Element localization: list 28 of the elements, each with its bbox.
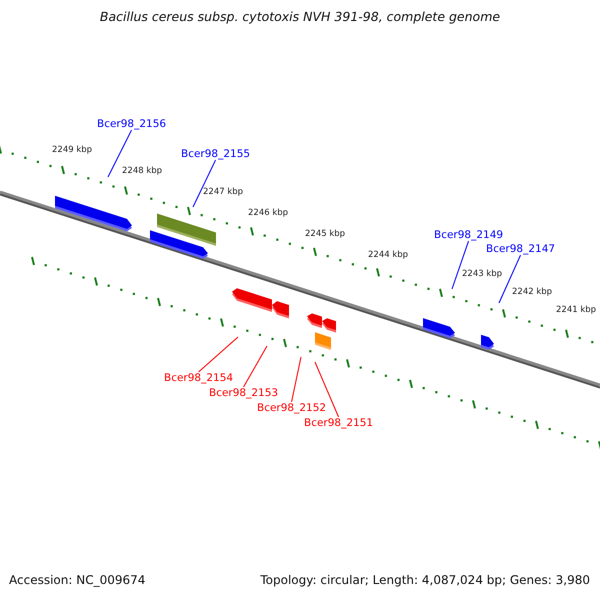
- leader-line: [452, 240, 470, 290]
- title: Bacillus cereus subsp. cytotoxis NVH 391-98, complete genome: [98, 10, 502, 24]
- leader-line: [198, 336, 238, 372]
- footer-text: Accession: NC_009674: [9, 574, 146, 588]
- leader-line: [243, 346, 268, 388]
- gene-label: Bcer98_2154: [164, 372, 234, 384]
- gene-label: Bcer98_2153: [209, 387, 278, 400]
- scale-label: 2243 kbp: [462, 270, 502, 280]
- leader-line: [192, 160, 216, 208]
- scale-label: 2247 kbp: [203, 188, 244, 198]
- footer-text: Topology: circular; Length: 4,087,024 bp; Genes: 3,980: [260, 574, 590, 588]
- leader-line: [498, 254, 522, 304]
- gene-label: Bcer98_2156: [97, 118, 166, 130]
- gene-label: Bcer98_2152: [257, 402, 326, 414]
- leader-line: [108, 130, 132, 178]
- gene-label: Bcer98_2147: [486, 243, 556, 256]
- leader-line: [291, 356, 302, 402]
- scale-label: 2245 kbp: [305, 230, 346, 240]
- scale-label: 2248 kbp: [122, 167, 162, 177]
- scale-label: 2241 kbp: [556, 306, 596, 316]
- gene-label: Bcer98_2151: [304, 417, 374, 430]
- scale-label: 2242 kbp: [512, 288, 552, 298]
- scale-label: 2246 kbp: [248, 209, 288, 219]
- scale-label: 2244 kbp: [368, 251, 408, 261]
- leader-line: [314, 362, 340, 418]
- gene-label: Bcer98_2149: [434, 229, 504, 242]
- scale-label: 2249 kbp: [52, 146, 92, 156]
- gene-label: Bcer98_2155: [181, 148, 250, 160]
